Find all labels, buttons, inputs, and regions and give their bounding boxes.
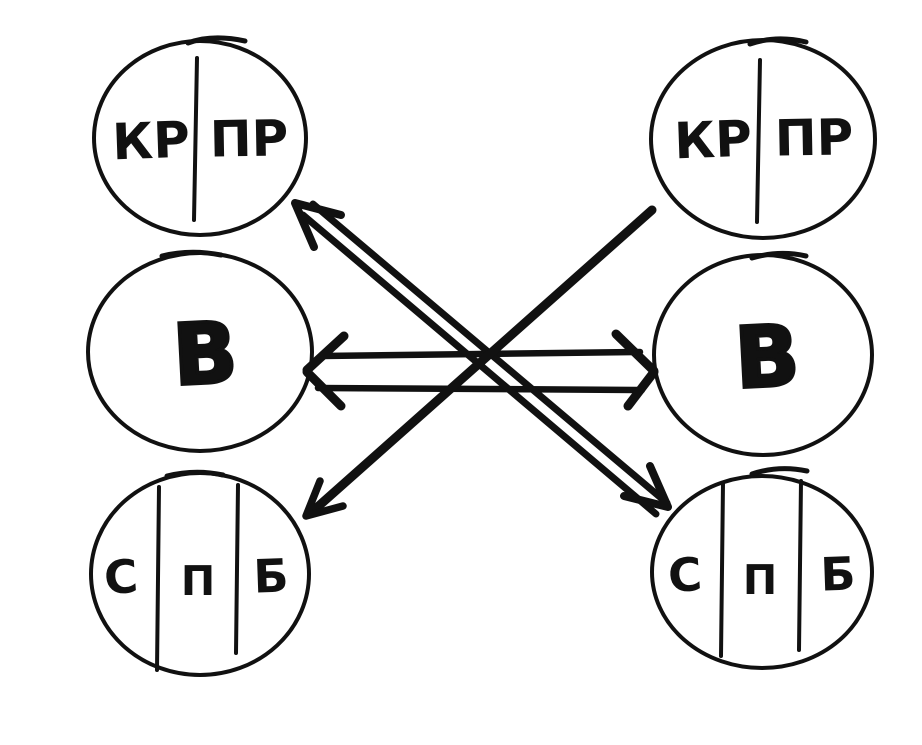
node-middle-left: В — [86, 249, 314, 453]
edge-diagonal-b-shaft — [308, 205, 657, 516]
node-bottom-right-divider-2 — [797, 479, 803, 652]
node-bottom-left-label-right: Б — [253, 548, 290, 603]
edge-diagonal-a-arrowhead-bottomright — [620, 462, 672, 511]
node-bottom-right-overshoot-stroke — [749, 466, 810, 477]
node-bottom-left-label-left: С — [102, 549, 139, 605]
node-top-right: КР ПР — [649, 36, 877, 240]
node-top-right-divider — [755, 58, 762, 224]
edge-horizontal-arrowhead-left — [302, 331, 349, 411]
node-middle-left-label: В — [171, 303, 240, 404]
node-bottom-right-label-middle: П — [743, 556, 777, 604]
node-bottom-right-circle — [650, 474, 874, 670]
edge-horizontal-shaft-bottom — [314, 384, 646, 394]
edge-diagonal-b-arrowhead-bottomleft — [302, 477, 347, 520]
node-top-left-divider — [192, 56, 199, 222]
edge-diagonal-topright-bottomleft — [302, 205, 657, 520]
node-bottom-left-overshoot-stroke — [164, 469, 226, 479]
node-bottom-right-label-left: С — [666, 547, 703, 603]
node-top-right-overshoot-stroke — [747, 36, 809, 47]
edge-horizontal-arrowhead-right — [611, 329, 659, 411]
node-bottom-left-label-middle: П — [181, 557, 215, 605]
node-middle-right-overshoot-stroke — [749, 250, 809, 261]
node-bottom-left-divider-2 — [234, 483, 240, 655]
node-middle-left-overshoot-stroke — [159, 249, 224, 259]
edge-horizontal-shaft-top — [318, 348, 644, 360]
node-bottom-right-label-right: Б — [820, 546, 857, 601]
node-top-right-label-left: КР — [673, 110, 752, 171]
edge-middle-horizontal-bidirectional — [302, 329, 659, 411]
node-top-left-label-right: ПР — [209, 109, 289, 168]
node-bottom-left: С П Б — [89, 469, 311, 677]
node-top-left-overshoot-stroke — [185, 35, 248, 46]
node-top-left-label-left: КР — [111, 111, 190, 172]
node-bottom-right-divider-1 — [719, 481, 725, 658]
node-middle-right: В — [652, 250, 874, 457]
node-top-left: КР ПР — [92, 35, 308, 237]
edge-diagonal-a-arrowhead-topleft — [291, 199, 345, 251]
node-bottom-right: С П Б — [650, 466, 874, 670]
node-middle-right-label: В — [733, 306, 802, 407]
node-top-right-label-right: ПР — [774, 108, 854, 167]
node-bottom-left-divider-1 — [155, 485, 161, 672]
